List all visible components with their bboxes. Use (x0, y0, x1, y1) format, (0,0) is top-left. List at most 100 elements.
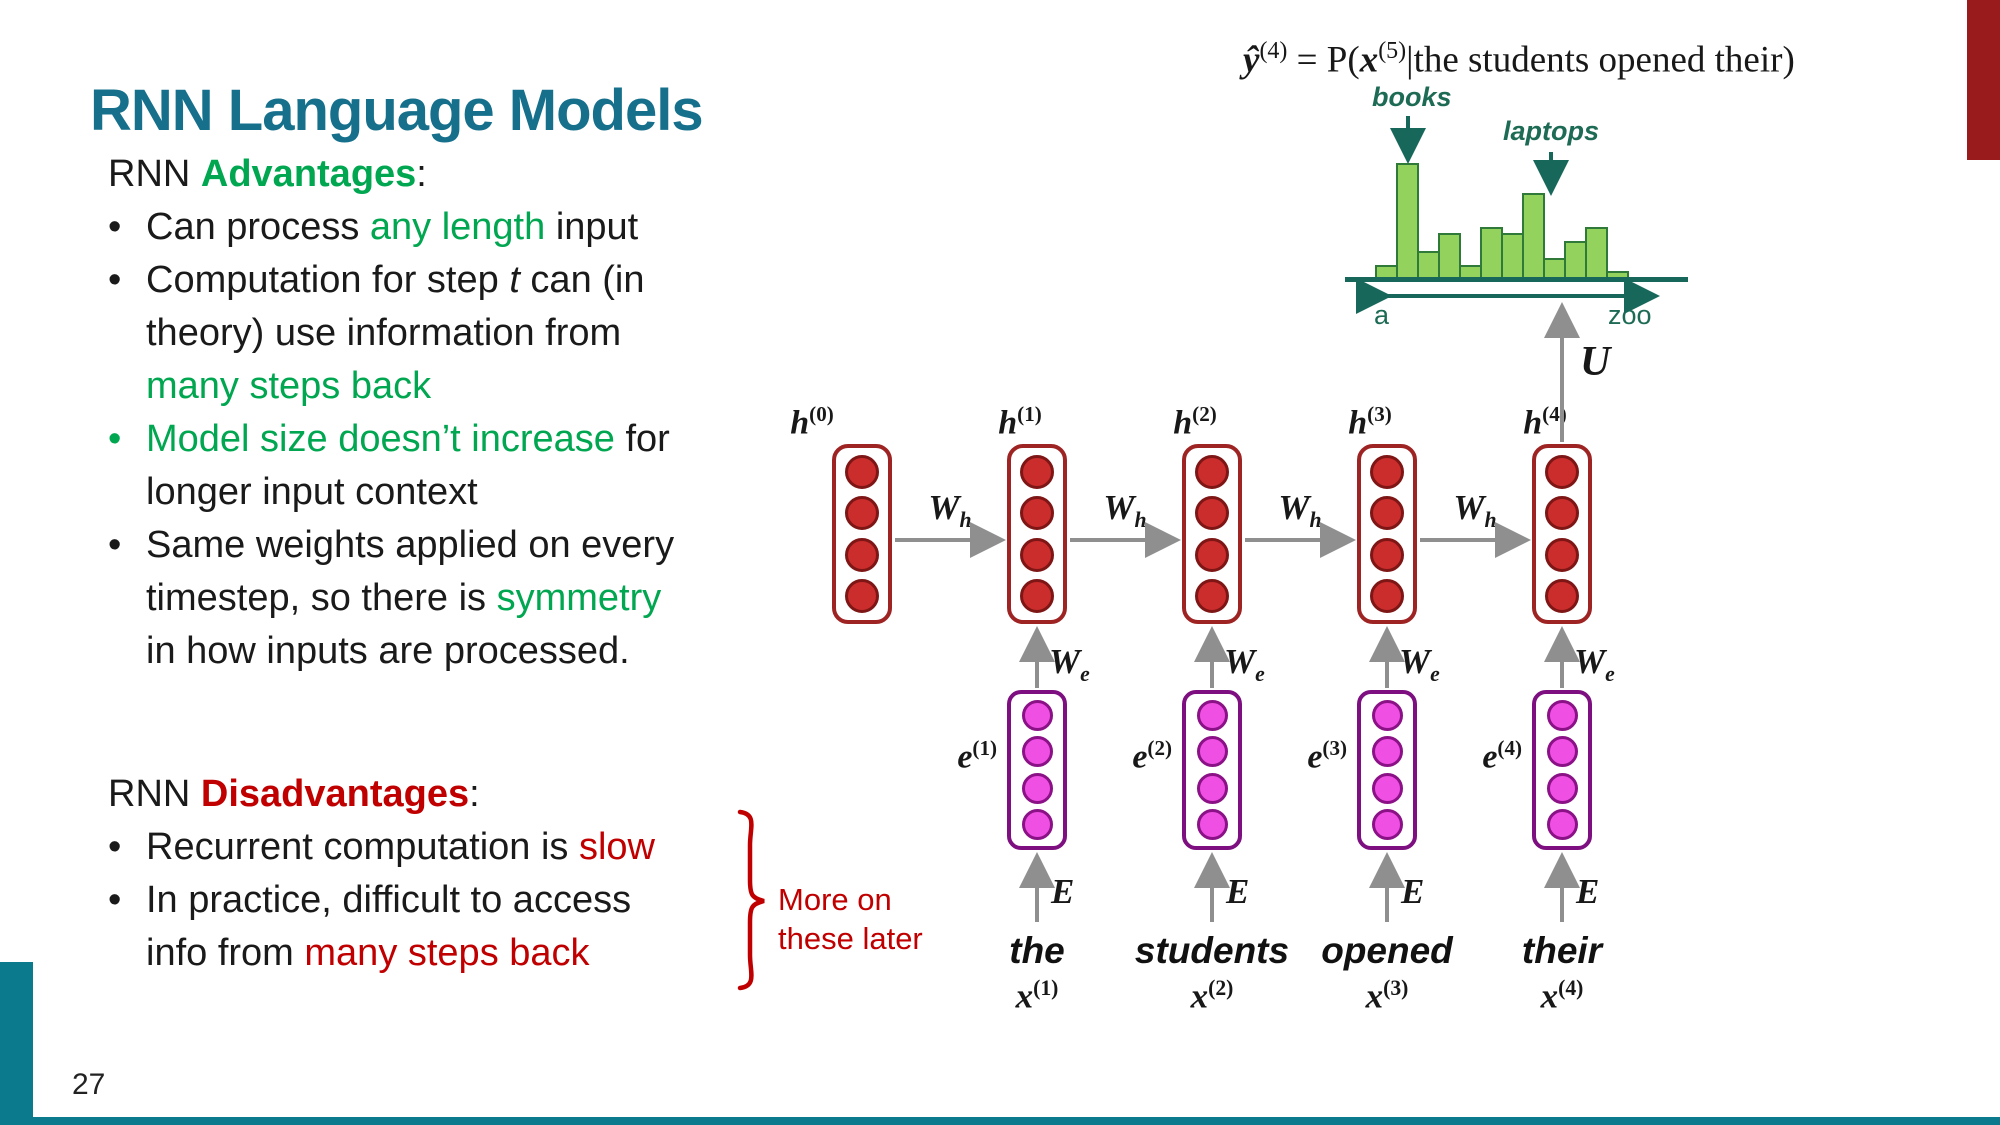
unit-dot (1021, 736, 1053, 768)
unit-dot (1545, 578, 1579, 613)
embedding-e3 (1357, 690, 1417, 850)
axis-label-a: a (1374, 300, 1390, 330)
histogram-bar (1585, 227, 1608, 280)
hidden-state-h1 (1007, 444, 1067, 624)
unit-dot (1021, 699, 1053, 731)
bullet-marker: • (108, 524, 122, 566)
unit-dot (1545, 537, 1579, 572)
histogram-axis (1345, 277, 1688, 282)
label-x3: x(3) (1365, 976, 1409, 1016)
unit-dot (1546, 809, 1578, 841)
unit-dot (1546, 699, 1578, 731)
input-word-2: students (1134, 930, 1290, 971)
unit-dot (1371, 809, 1403, 841)
advantages-section: RNN Advantages: • Can process any length… (108, 148, 674, 678)
unit-dot (1370, 455, 1404, 490)
histogram-bar (1564, 241, 1587, 280)
label-wh-3: Wh (1278, 488, 1322, 532)
label-h0: h(0) (790, 402, 834, 442)
label-x1: x(1) (1015, 976, 1059, 1016)
unit-dot (1020, 537, 1054, 572)
probability-formula: ŷ(4) = P(x(5)|the students opened their) (1243, 38, 1795, 81)
bottom-left-accent-bar (0, 962, 33, 1125)
unit-dot (1196, 699, 1228, 731)
axis-label-zoo: zoo (1608, 300, 1652, 330)
bullet-marker: • (108, 826, 122, 868)
unit-dot (1370, 537, 1404, 572)
unit-dot (1195, 496, 1229, 531)
bullet-marker: • (108, 259, 122, 301)
label-wh-2: Wh (1103, 488, 1147, 532)
bullet-marker: • (108, 206, 122, 248)
embedding-e1 (1007, 690, 1067, 850)
unit-dot (1196, 809, 1228, 841)
unit-dot (1196, 736, 1228, 768)
more-later-brace (737, 809, 765, 991)
bottom-accent-line (0, 1117, 2000, 1125)
disadvantages-heading: RNN Disadvantages: (108, 773, 480, 815)
input-word-4: their (1521, 930, 1603, 971)
histogram-bar (1396, 163, 1419, 280)
label-e2: e(2) (1132, 736, 1172, 776)
label-wh-4: Wh (1453, 488, 1497, 532)
label-e1: e(1) (957, 736, 997, 776)
label-h1: h(1) (998, 402, 1042, 442)
histogram-bar (1438, 233, 1461, 280)
hidden-state-h2 (1182, 444, 1242, 624)
label-h4: h(4) (1523, 402, 1567, 442)
unit-dot (1195, 455, 1229, 490)
unit-dot (1371, 772, 1403, 804)
bullet-text: Recurrent computation is slow (146, 826, 656, 868)
input-word-3: opened (1321, 930, 1453, 971)
slide-title: RNN Language Models (90, 77, 704, 143)
unit-dot (1021, 772, 1053, 804)
label-we-1: We (1049, 642, 1090, 686)
unit-dot (1545, 455, 1579, 490)
label-h3: h(3) (1348, 402, 1392, 442)
histogram-bar (1606, 271, 1629, 280)
unit-dot (1196, 772, 1228, 804)
label-E-1: E (1051, 872, 1075, 911)
label-e4: e(4) (1482, 736, 1522, 776)
disadvantage-bullet-1: • Recurrent computation is slow (108, 821, 655, 874)
advantages-heading: RNN Advantages: (108, 153, 427, 195)
label-we-3: We (1399, 642, 1440, 686)
page-number: 27 (72, 1068, 106, 1101)
unit-dot (1371, 736, 1403, 768)
embedding-e2 (1182, 690, 1242, 850)
label-E-4: E (1576, 872, 1600, 911)
label-x4: x(4) (1540, 976, 1584, 1016)
top-right-accent-bar (1967, 0, 2000, 160)
unit-dot (1546, 736, 1578, 768)
hidden-state-h4 (1532, 444, 1592, 624)
histogram-bar (1417, 251, 1440, 280)
label-e3: e(3) (1307, 736, 1347, 776)
bullet-text: Can process any length input (146, 206, 639, 248)
hidden-state-h3 (1357, 444, 1417, 624)
bullet-marker: • (108, 879, 122, 921)
input-word-1: the (1009, 930, 1065, 971)
histogram-annotation-laptops: laptops (1503, 116, 1600, 146)
unit-dot (845, 537, 879, 572)
histogram-bar (1501, 233, 1524, 280)
label-u: U (1580, 339, 1611, 385)
unit-dot (1371, 699, 1403, 731)
histogram-annotation-books: books (1372, 82, 1452, 112)
bullet-marker: • (108, 418, 122, 460)
unit-dot (1370, 496, 1404, 531)
unit-dot (1370, 578, 1404, 613)
advantage-bullet-1: • Can process any length input (108, 201, 674, 254)
unit-dot (845, 578, 879, 613)
histogram-bar (1480, 227, 1503, 280)
unit-dot (1546, 772, 1578, 804)
unit-dot (1020, 455, 1054, 490)
label-E-2: E (1226, 872, 1250, 911)
unit-dot (1021, 809, 1053, 841)
label-we-2: We (1224, 642, 1265, 686)
hidden-state-h0 (832, 444, 892, 624)
